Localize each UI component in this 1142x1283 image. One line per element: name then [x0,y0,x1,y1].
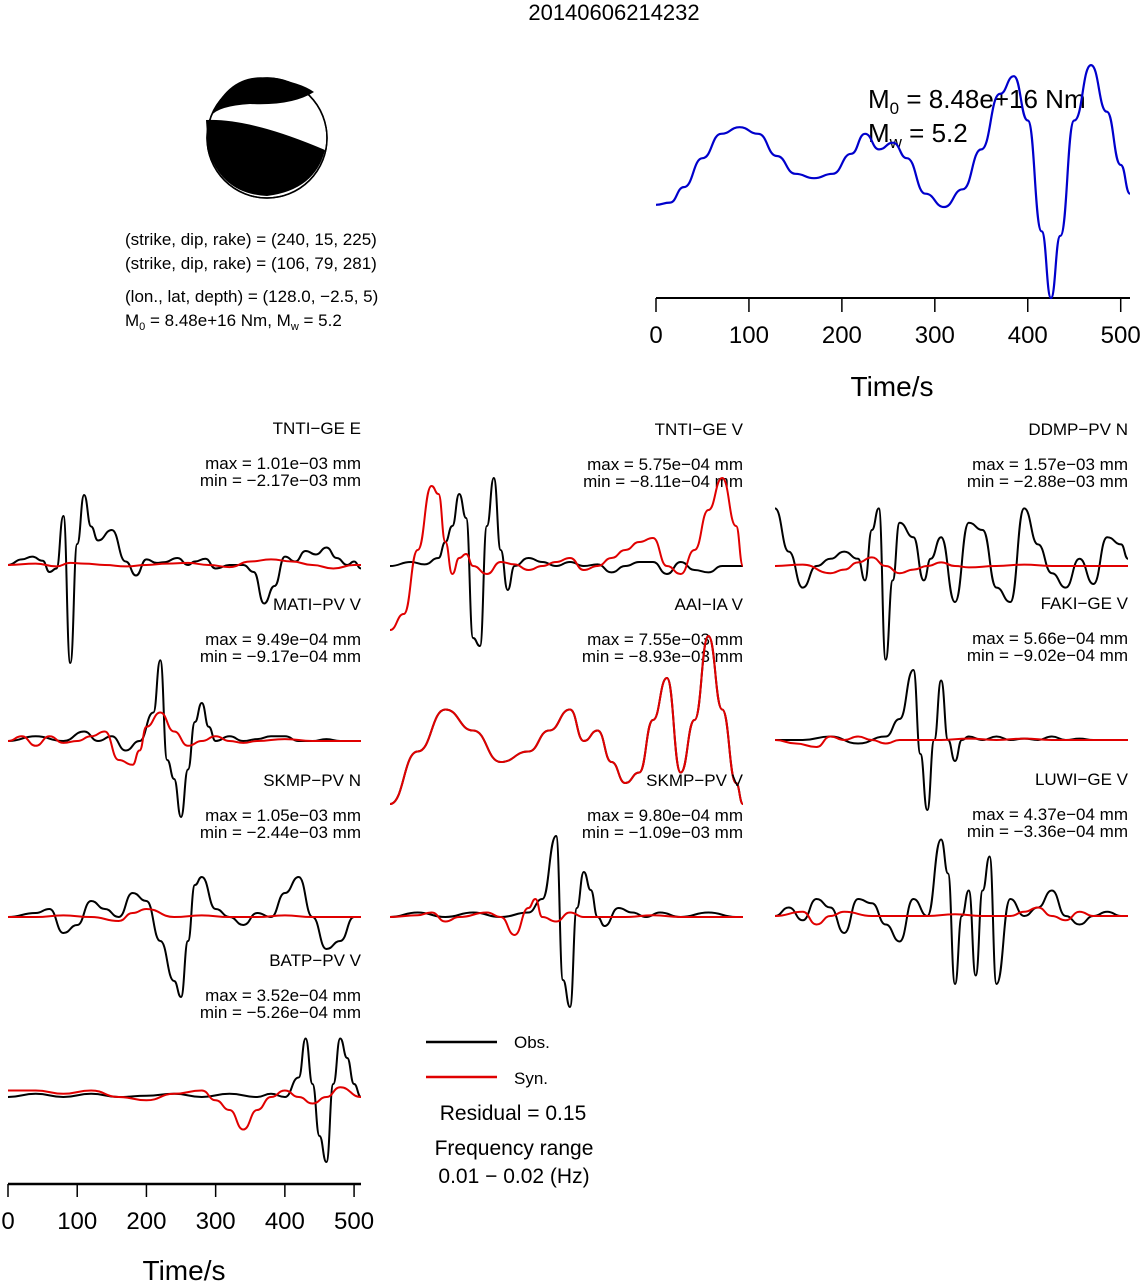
waveform-xlabel: Time/s [143,1255,226,1283]
moment-prefix: M [125,311,139,330]
observed-trace [7,659,361,819]
station-name: BATP−PV V [269,951,361,970]
station-name: DDMP−PV N [1028,420,1128,439]
synthetic-trace [774,735,1128,749]
synthetic-trace [389,476,744,631]
moment-magnitude-text: M0 = 8.48e+16 Nm, Mw = 5.2 [125,311,342,333]
frequency-range: 0.01 − 0.02 (Hz) [438,1165,589,1188]
stf-tick-label: 300 [915,322,955,349]
waveform-time-axis: 0 100 200 300 400 500 Time/s [1,1182,374,1283]
observed-trace [7,1037,362,1164]
station-max: max = 1.05e−03 mm [205,806,361,825]
stf-panel: 0 100 200 300 400 500 Time/s M0 = 8.48e+16 Nm… [649,63,1141,402]
station-name: SKMP−PV V [646,771,744,790]
synthetic-trace [7,558,361,570]
waveform-tick-label: 0 [1,1208,14,1235]
synthetic-trace [8,907,361,923]
station-min: min = −2.88e−03 mm [967,472,1128,491]
residual-text: Residual = 0.15 [440,1102,587,1125]
waveform-tick-label: 200 [126,1208,166,1235]
station-min: min = −1.09e−03 mm [582,823,743,842]
station-min: min = −5.26e−04 mm [200,1003,361,1022]
synthetic-trace [774,906,1128,926]
stf-tick-label: 0 [649,322,662,349]
station-max: max = 1.57e−03 mm [972,455,1128,474]
station-min: min = −2.44e−03 mm [200,823,361,842]
station-name: SKMP−PV N [263,771,361,790]
observed-trace [7,493,362,665]
station-name: FAKI−GE V [1041,594,1129,613]
moment-subscript: 0 [139,321,145,333]
synthetic-trace [7,1086,362,1131]
stf-mw-label: Mw = 5.2 [868,118,968,152]
station-name: MATI−PV V [273,595,362,614]
station-min: min = −9.02e−04 mm [967,646,1128,665]
stf-m0-label: M0 = 8.48e+16 Nm [868,84,1086,118]
station-max: max = 5.75e−04 mm [587,455,743,474]
observed-trace [774,838,1128,986]
synthetic-trace [389,634,744,805]
station-min: min = −3.36e−04 mm [967,822,1128,841]
waveform-tick-label: 100 [57,1208,97,1235]
stf-ticks: 0 100 200 300 400 500 [649,298,1141,349]
observed-trace [389,476,743,648]
legend-obs-label: Obs. [514,1033,550,1052]
legend-syn-label: Syn. [514,1069,548,1088]
stf-curve [655,63,1132,300]
station-max: max = 9.80e−04 mm [587,806,743,825]
moment-value: = 8.48e+16 Nm, M [145,311,291,330]
synthetic-trace [7,711,361,766]
location-text: (lon., lat, depth) = (128.0, −2.5, 5) [125,287,378,306]
plane2-text: (strike, dip, rake) = (106, 79, 281) [125,254,377,273]
station-min: min = −9.17e−04 mm [200,647,361,666]
stf-tick-label: 400 [1008,322,1048,349]
synthetic-trace [774,556,1128,575]
frequency-title: Frequency range [435,1137,594,1160]
waveform-ticks: 0 100 200 300 400 500 [1,1184,374,1235]
station-max: max = 5.66e−04 mm [972,629,1128,648]
station-min: min = −8.11e−04 mm [583,472,743,491]
station-name: LUWI−GE V [1035,770,1129,789]
observed-trace [774,507,1129,661]
magnitude-value: = 5.2 [299,311,342,330]
observed-trace [7,875,361,999]
station-min: min = −2.17e−03 mm [200,471,361,490]
stf-xlabel: Time/s [851,371,934,402]
plane1-text: (strike, dip, rake) = (240, 15, 225) [125,230,377,249]
stf-tick-label: 100 [729,322,769,349]
synthetic-trace [389,897,743,937]
waveform-tick-label: 500 [334,1208,374,1235]
station-max: max = 3.52e−04 mm [205,986,361,1005]
station-max: max = 1.01e−03 mm [205,454,361,473]
stf-tick-label: 500 [1101,322,1141,349]
station-name: TNTI−GE E [273,419,361,438]
station-name: TNTI−GE V [655,420,744,439]
magnitude-subscript: w [290,321,299,333]
waveform-tick-label: 300 [196,1208,236,1235]
beachball [206,77,328,199]
station-max: max = 4.37e−04 mm [972,805,1128,824]
waveform-tick-label: 400 [265,1208,305,1235]
station-min: min = −8.93e−03 mm [582,647,743,666]
stf-tick-label: 200 [822,322,862,349]
station-max: max = 7.55e−03 mm [587,630,743,649]
station-name: AAI−IA V [674,595,743,614]
station-max: max = 9.49e−04 mm [205,630,361,649]
legend: Obs. Syn. Residual = 0.15 Frequency rang… [426,1033,593,1188]
figure-title: 20140606214232 [528,0,699,25]
